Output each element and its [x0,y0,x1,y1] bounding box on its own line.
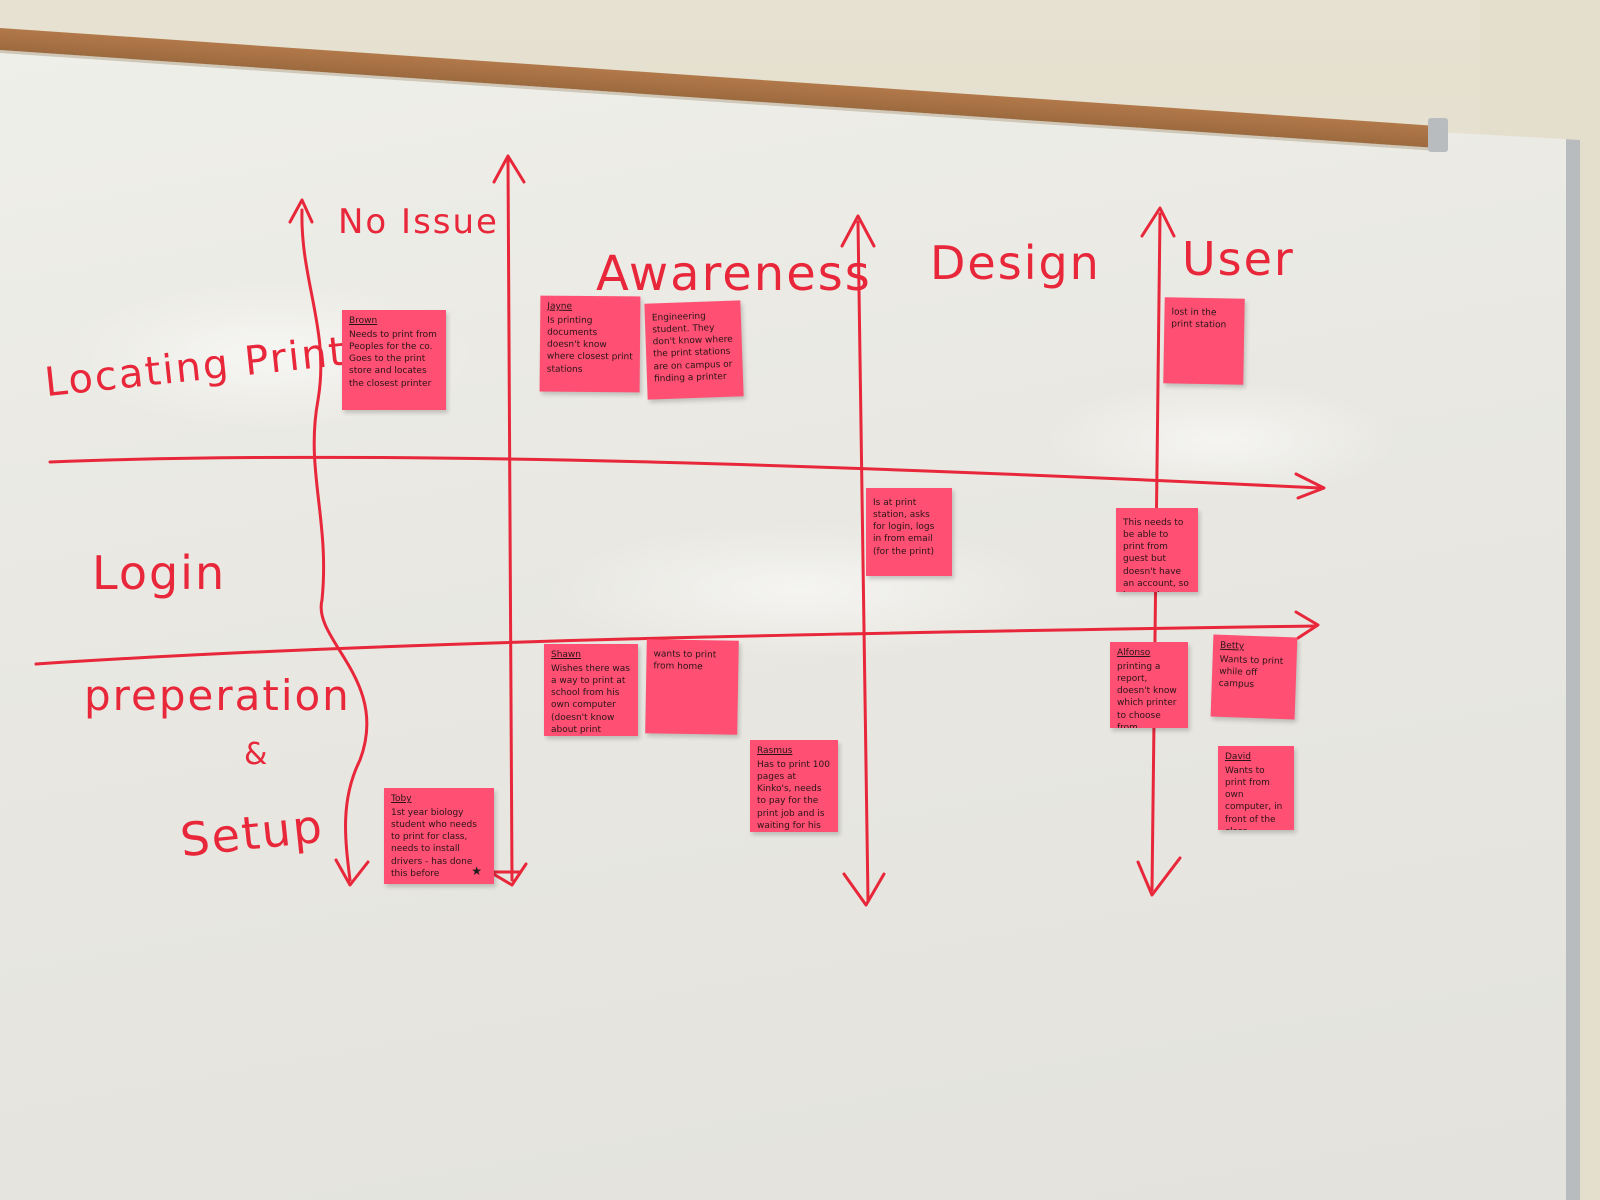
column-header-no-issue: No Issue [338,202,499,242]
sticky-note: Rasmus Has to print 100 pages at Kinko's… [750,740,838,832]
sticky-note: Alfonso printing a report, doesn't know … [1110,642,1188,728]
column-header-awareness: Awareness [596,246,872,302]
sticky-note: Jayne Is printing documents doesn't know… [539,295,641,393]
note-author: Jayne [547,301,573,312]
sticky-note: lost in the print station [1163,297,1245,385]
note-text: printing a report, doesn't know which pr… [1117,662,1177,728]
sticky-note: This needs to be able to print from gues… [1116,508,1198,592]
note-text: Needs to print from Peoples for the co. … [349,330,437,389]
note-text: lost in the print station [1171,307,1227,331]
note-author [1172,303,1238,304]
column-header-user: User [1182,232,1295,286]
row-header-preparation: preperation [84,671,351,720]
note-text: Wants to print while off campus [1218,654,1284,691]
sticky-note: Engineering student. They don't know whe… [644,300,744,400]
board-clip [1428,118,1448,152]
note-author: Shawn [551,650,581,660]
sticky-note: Shawn Wishes there was a way to print at… [544,644,638,736]
note-author [654,645,732,646]
row-header-login: Login [92,546,227,600]
note-text: Engineering student. They don't know whe… [651,311,733,385]
note-text: Is at print station, asks for login, log… [873,498,935,557]
note-text: 1st year biology student who needs to pr… [391,808,477,879]
sticky-note: Betty Wants to print while off campus [1210,634,1298,720]
note-author: Rasmus [757,746,793,756]
note-text: Wants to print from own computer, in fro… [1225,766,1283,830]
glare [540,520,1060,660]
note-author: Betty [1219,640,1245,652]
note-text: Is printing documents doesn't know where… [546,315,633,375]
note-text: Wishes there was a way to print at schoo… [551,664,630,735]
glare [1040,380,1400,500]
note-author: David [1225,752,1251,762]
sticky-note: David Wants to print from own computer, … [1218,746,1294,830]
note-text: Has to print 100 pages at Kinko's, needs… [757,760,830,831]
column-header-design: Design [930,236,1101,290]
note-author: Brown [349,316,378,326]
sticky-note: wants to print from home [645,639,739,735]
sticky-note: Is at print station, asks for login, log… [866,488,952,576]
star-icon: ★ [471,864,482,878]
row-divider-1 [48,455,1322,490]
column-divider-1 [506,158,514,882]
sticky-note: Brown Needs to print from Peoples for th… [342,310,446,410]
note-author: Alfonso [1117,648,1151,658]
row-divider-2 [34,624,1318,666]
row-axis-arrow [300,208,369,882]
note-text: This needs to be able to print from gues… [1123,518,1189,592]
row-header-ampersand: & [244,737,270,772]
sticky-note: Toby 1st year biology student who needs … [384,788,494,884]
note-author: Toby [391,794,412,804]
column-divider-2 [856,220,870,902]
row-header-setup: Setup [177,798,327,868]
note-text: wants to print from home [653,649,717,673]
